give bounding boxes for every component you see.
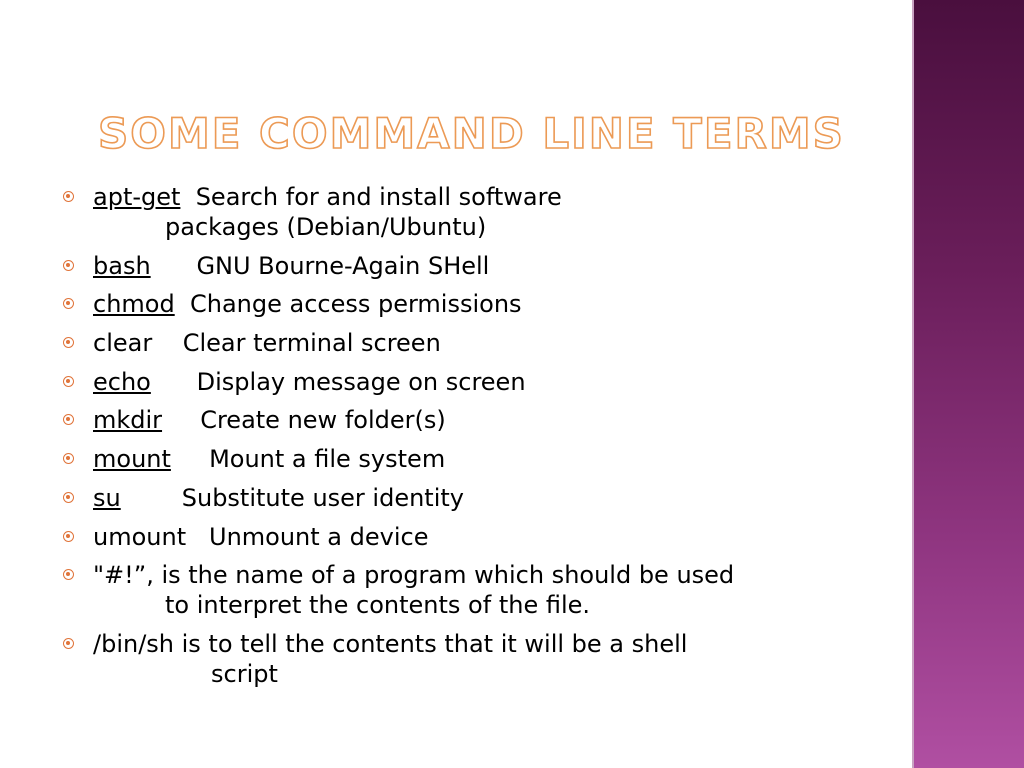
bin-sh-description-continued: script	[211, 659, 278, 688]
bullet-item-umount: umount Unmount a device	[60, 522, 860, 552]
term-link-su[interactable]: su	[93, 483, 121, 512]
bin-sh-description: /bin/sh is to tell the contents that it …	[93, 629, 688, 658]
bullet-item-echo: echo Display message on screen	[60, 367, 860, 397]
bullet-icon	[63, 337, 74, 349]
bullet-icon	[63, 414, 74, 426]
shebang-description-continued: to interpret the contents of the file.	[165, 591, 591, 620]
term-clear: clear	[93, 329, 153, 358]
term-link-mount[interactable]: mount	[93, 445, 171, 474]
shebang-description: "#!”, is the name of a program which sho…	[93, 561, 735, 590]
slide-title: Some Command Line Terms	[97, 108, 845, 159]
term-description: Create new folder(s)	[200, 406, 446, 435]
bullet-list: apt-get Search for and install software …	[60, 182, 860, 698]
term-description: Display message on screen	[196, 367, 526, 396]
bullet-icon	[63, 569, 74, 581]
bullet-item-apt-get: apt-get Search for and install software …	[60, 182, 860, 242]
term-description-continued: packages (Debian/Ubuntu)	[165, 213, 487, 241]
bullet-item-clear: clear Clear terminal screen	[60, 328, 860, 358]
term-description: Clear terminal screen	[182, 329, 441, 358]
bullet-icon	[63, 375, 74, 387]
term-description: Change access permissions	[189, 290, 522, 319]
bullet-icon	[63, 530, 74, 542]
term-link-mkdir[interactable]: mkdir	[93, 406, 163, 435]
decorative-side-bar	[912, 0, 1024, 768]
bullet-icon	[63, 298, 74, 310]
term-link-echo[interactable]: echo	[93, 367, 151, 396]
bullet-item-su: su Substitute user identity	[60, 483, 860, 513]
term-description: Unmount a device	[209, 522, 429, 551]
term-link-chmod[interactable]: chmod	[93, 290, 175, 319]
bullet-icon	[63, 191, 74, 202]
term-link-apt-get[interactable]: apt-get	[93, 183, 181, 211]
term-description: Search for and install software	[195, 183, 562, 211]
bullet-icon	[63, 259, 74, 271]
bullet-item-bin-sh: /bin/sh is to tell the contents that it …	[60, 629, 860, 689]
bullet-item-mkdir: mkdir Create new folder(s)	[60, 405, 860, 435]
term-description: GNU Bourne-Again SHell	[196, 251, 490, 280]
term-description: Substitute user identity	[181, 483, 464, 512]
term-umount: umount	[93, 522, 187, 551]
bullet-item-shebang: "#!”, is the name of a program which sho…	[60, 560, 860, 620]
bullet-item-chmod: chmod Change access permissions	[60, 289, 860, 319]
bullet-icon	[63, 637, 74, 649]
term-link-bash[interactable]: bash	[93, 251, 151, 280]
bullet-item-mount: mount Mount a file system	[60, 444, 860, 474]
term-description: Mount a file system	[209, 445, 446, 474]
side-bar-edge	[912, 0, 914, 768]
bullet-icon	[63, 491, 74, 503]
bullet-icon	[63, 453, 74, 465]
bullet-item-bash: bash GNU Bourne-Again SHell	[60, 251, 860, 281]
